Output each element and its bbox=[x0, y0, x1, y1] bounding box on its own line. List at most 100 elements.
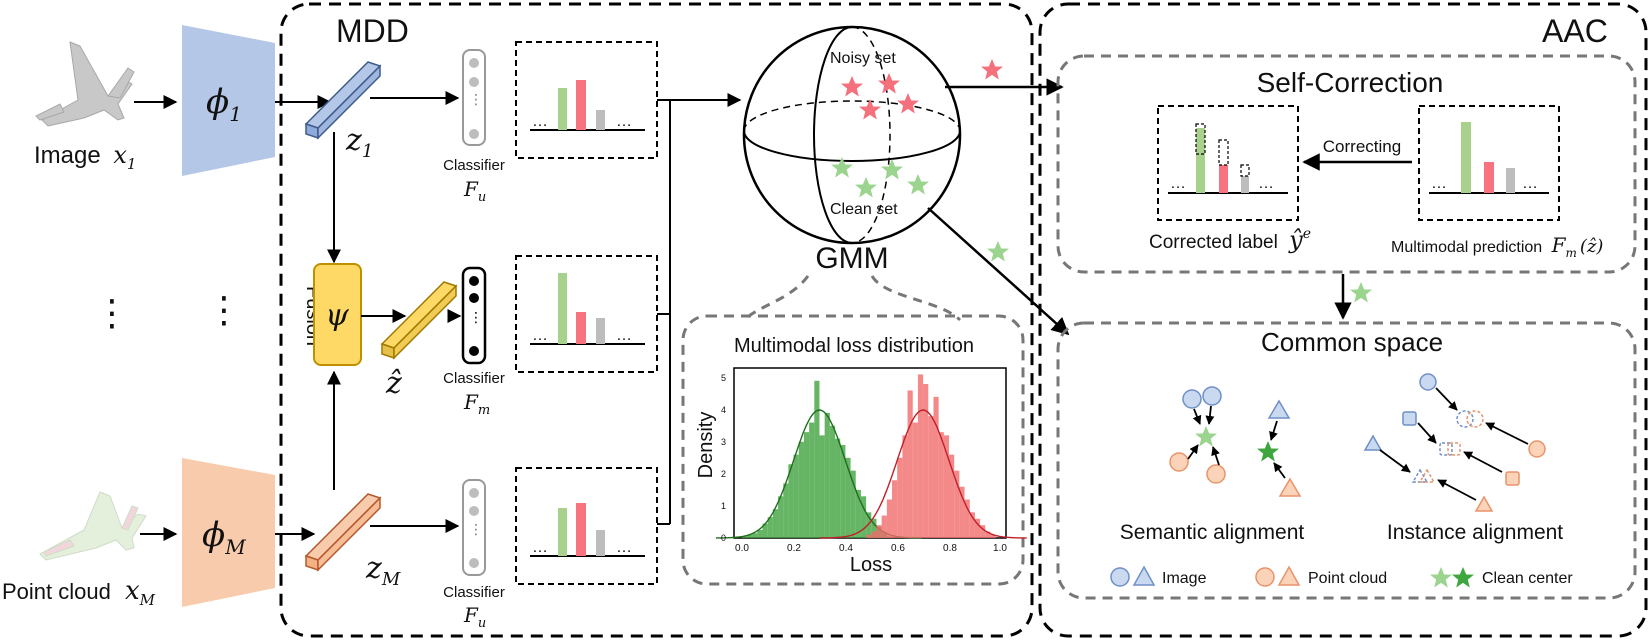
point-cloud-encoder bbox=[182, 458, 275, 607]
xtick-0: 0.0 bbox=[735, 543, 749, 554]
loss-chart-yticks: 0 1 2 3 4 5 bbox=[721, 373, 726, 543]
histogram-bar-series-2 bbox=[928, 416, 934, 538]
svg-text:⋮: ⋮ bbox=[469, 92, 483, 108]
histogram-bar-series-2 bbox=[881, 515, 887, 538]
histogram-bar-series-1 bbox=[866, 512, 872, 538]
histogram-bar-series-1 bbox=[829, 425, 836, 538]
correcting-label: Correcting bbox=[1323, 137, 1401, 156]
semantic-alignment-label: Semantic alignment bbox=[1120, 521, 1305, 544]
xtick-1: 0.2 bbox=[787, 543, 801, 554]
multimodal-prediction-box: … … bbox=[1418, 105, 1560, 221]
classifier-2-icon: ⋮ bbox=[461, 266, 487, 365]
histogram-bar-series-1 bbox=[835, 438, 841, 538]
svg-text:⋮: ⋮ bbox=[469, 522, 483, 538]
ytick-4: 4 bbox=[721, 405, 726, 415]
histogram-bar-series-2 bbox=[964, 499, 970, 538]
histogram-bar-series-1 bbox=[860, 496, 867, 538]
histogram-bar-series-2 bbox=[917, 374, 924, 538]
prediction-box-3: … … bbox=[515, 467, 658, 585]
svg-text:…: … bbox=[532, 113, 548, 130]
histogram-bar-series-2 bbox=[912, 422, 918, 538]
point-cloud-encoder-symbol: ϕM bbox=[202, 515, 246, 559]
point-cloud-input-label: Point cloud xM bbox=[2, 576, 156, 609]
self-correction-panel bbox=[1056, 54, 1637, 274]
ytick-2: 2 bbox=[721, 469, 726, 479]
histogram-bar-series-2 bbox=[985, 531, 991, 538]
svg-text:…: … bbox=[1170, 175, 1186, 192]
legend-star-light bbox=[1430, 567, 1452, 588]
mdd-region bbox=[279, 2, 1034, 638]
image-encoder-symbol: ϕ1 bbox=[206, 82, 242, 126]
prediction-box-2: … … bbox=[515, 255, 658, 373]
histogram-bar-series-2 bbox=[866, 534, 872, 538]
legend: Image Point cloud Clean center bbox=[1110, 565, 1573, 588]
loss-chart-ylabel: Density bbox=[695, 412, 717, 479]
legend-image-triangle bbox=[1132, 565, 1156, 586]
xtick-4: 0.8 bbox=[943, 543, 957, 554]
histogram-bar-series-1 bbox=[798, 441, 804, 538]
self-correction-title: Self-Correction bbox=[1257, 67, 1444, 98]
zM-feature-bar bbox=[304, 493, 382, 572]
svg-text:…: … bbox=[616, 327, 632, 344]
aac-title: AAC bbox=[1542, 13, 1608, 49]
common-space-title: Common space bbox=[1261, 327, 1443, 357]
corrected-label-box: … … bbox=[1157, 105, 1299, 221]
histogram-bar-series-1 bbox=[814, 380, 820, 538]
histogram-bar-series-2 bbox=[949, 454, 955, 538]
z1-label: z1 bbox=[345, 123, 373, 162]
semantic-alignment-graphic bbox=[1169, 386, 1302, 497]
clean-star-marker bbox=[987, 241, 1009, 262]
histogram-bar-series-1 bbox=[840, 444, 846, 538]
svg-text:…: … bbox=[1522, 175, 1538, 192]
histogram-bar-series-1 bbox=[741, 536, 747, 538]
histogram-bar-series-1 bbox=[824, 412, 830, 538]
noisy-set-label: Noisy set bbox=[830, 50, 896, 67]
legend-star-dark bbox=[1452, 567, 1474, 588]
legend-pointcloud-label: Point cloud bbox=[1308, 570, 1387, 587]
multimodal-prediction-caption: Multimodal prediction Fm(ẑ) bbox=[1391, 233, 1603, 260]
histogram-bar-series-2 bbox=[969, 512, 975, 538]
zhat-label: ẑ bbox=[385, 366, 402, 401]
histogram-bar-series-2 bbox=[892, 480, 898, 538]
svg-text:…: … bbox=[532, 327, 548, 344]
histogram-bar-series-2 bbox=[923, 384, 929, 538]
svg-text:…: … bbox=[616, 113, 632, 130]
image-encoder bbox=[182, 25, 275, 176]
histogram-bar-series-1 bbox=[757, 529, 763, 538]
fusion-symbol: ψ bbox=[325, 298, 349, 333]
clean-set-label: Clean set bbox=[830, 201, 898, 218]
aac-region bbox=[1038, 2, 1648, 638]
histogram-bar-series-1 bbox=[778, 496, 784, 538]
classifier-1-icon: ⋮ bbox=[462, 49, 486, 146]
histogram-bar-series-1 bbox=[803, 432, 810, 538]
legend-image-circle bbox=[1110, 567, 1130, 587]
histogram-bar-series-2 bbox=[943, 435, 950, 538]
legend-pointcloud-circle bbox=[1255, 567, 1275, 587]
ytick-0: 0 bbox=[721, 533, 726, 543]
histogram-bar-series-2 bbox=[897, 457, 903, 538]
loss-chart: 0.0 0.2 0.4 0.6 0.8 1.0 0 1 2 3 4 5 bbox=[715, 367, 1027, 554]
histogram-bar-series-1 bbox=[783, 483, 789, 538]
classifier-2-label: Classifier bbox=[443, 370, 505, 387]
histogram-bar-series-2 bbox=[902, 435, 908, 538]
histogram-bar-series-2 bbox=[959, 486, 965, 538]
histogram-bar-series-2 bbox=[907, 390, 913, 538]
legend-image-label: Image bbox=[1162, 570, 1207, 587]
histogram-bar-series-1 bbox=[762, 523, 768, 538]
arrow-clean-to-common-space bbox=[927, 207, 1070, 336]
instance-alignment-label: Instance alignment bbox=[1387, 521, 1563, 544]
classifier-1-label: Classifier bbox=[443, 157, 505, 174]
loss-chart-xlabel: Loss bbox=[850, 554, 892, 576]
prediction-to-gmm-connector bbox=[657, 93, 742, 525]
histogram-bar-series-2 bbox=[980, 525, 986, 538]
histogram-bar-series-1 bbox=[793, 454, 799, 538]
loss-chart-marks bbox=[715, 374, 1027, 539]
ytick-1: 1 bbox=[721, 501, 726, 511]
loss-panel bbox=[681, 314, 1025, 586]
histogram-bar-series-1 bbox=[871, 518, 877, 538]
left-vertical-ellipsis: ⋮ ⋮ bbox=[94, 289, 242, 333]
histogram-bar-series-1 bbox=[767, 517, 773, 538]
airplane-image-icon bbox=[35, 41, 135, 127]
loss-chart-xticks: 0.0 0.2 0.4 0.6 0.8 1.0 bbox=[735, 543, 1007, 554]
